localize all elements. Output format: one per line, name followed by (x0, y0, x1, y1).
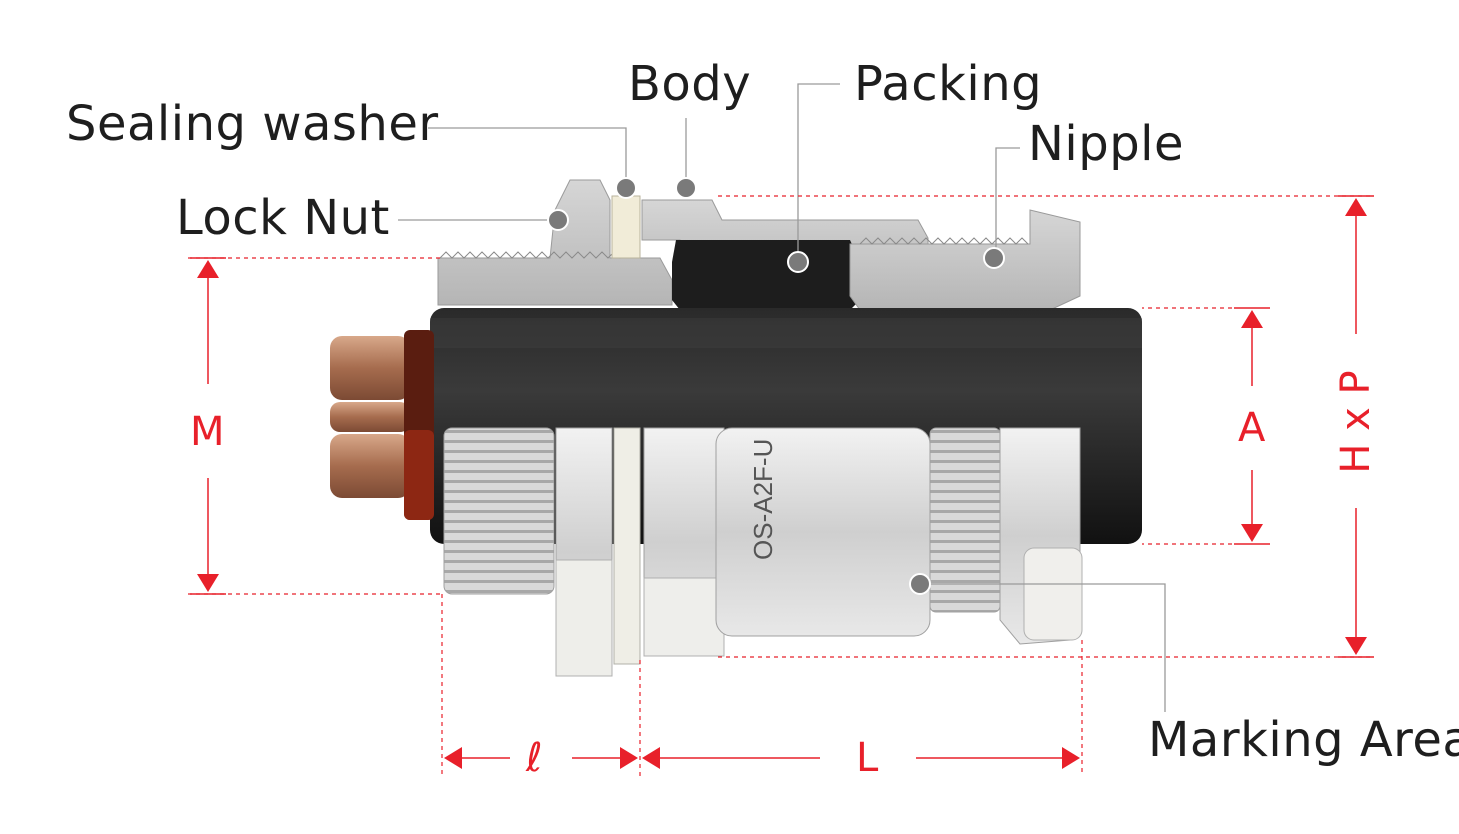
label-lock-nut: Lock Nut (176, 190, 390, 246)
conductor (330, 402, 410, 432)
label-body: Body (628, 56, 752, 112)
dim-label-a: A (1238, 405, 1266, 451)
lock-nut-thread-exterior (443, 427, 555, 595)
conductor (330, 336, 410, 400)
packing-section (672, 240, 860, 310)
sealing-washer-section (611, 195, 641, 259)
dim-label-hxp: H x P (1333, 370, 1379, 474)
dimension-extension-lines (188, 195, 1372, 776)
dim-label-m: M (190, 409, 225, 455)
label-packing: Packing (854, 56, 1043, 112)
label-sealing-washer: Sealing washer (66, 96, 439, 152)
label-nipple: Nipple (1028, 116, 1185, 172)
leader-lines (398, 83, 1166, 712)
dimension-arrowheads (197, 198, 1367, 769)
label-marking-area: Marking Area (1148, 712, 1459, 768)
sealing-washer-exterior (613, 427, 641, 665)
marking-text: OS-A2F-U (748, 439, 778, 560)
dim-label-l-large: L (856, 735, 879, 781)
dim-label-l-small: ℓ (526, 735, 543, 781)
conductor (330, 434, 410, 498)
nipple-section (849, 209, 1081, 311)
nipple-thread (859, 237, 1029, 245)
lock-nut-thread (439, 251, 633, 259)
leader-dots (547, 177, 1005, 595)
